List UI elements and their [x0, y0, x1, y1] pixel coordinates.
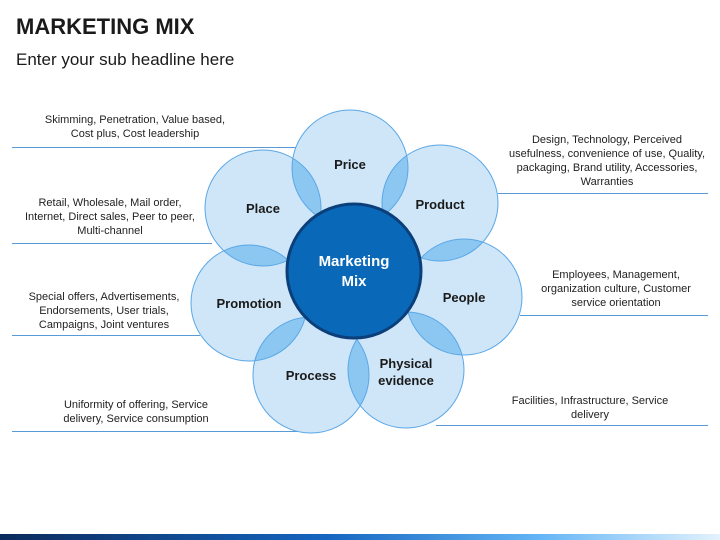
petal-outline: [381, 144, 499, 262]
petal-label-people: People: [443, 290, 486, 305]
desc-line-text: Warranties: [580, 176, 634, 188]
desc-line-text: packaging, Brand utility, Accessories,: [516, 162, 698, 174]
petal-price: [292, 110, 408, 226]
overlap-process-promotion: [253, 317, 307, 361]
desc-line-text: Skimming, Penetration, Value based,: [44, 114, 226, 126]
desc-line-text: delivery, Service consumption: [63, 413, 209, 425]
petal-label-process: Process: [286, 368, 337, 383]
desc-line-text: Campaigns, Joint ventures: [38, 319, 170, 331]
petal-product: [382, 145, 498, 261]
desc-physical-underline: [436, 425, 708, 426]
desc-line-text: Design, Technology, Perceived: [531, 134, 682, 146]
petal-place: [205, 150, 321, 266]
petal-outline: [204, 149, 322, 267]
desc-line-text: Employees, Management,: [552, 269, 680, 281]
desc-price-underline: [12, 147, 307, 148]
desc-line-text: Facilities, Infrastructure, Service: [511, 395, 669, 407]
footer-gradient-bar: [0, 534, 720, 540]
overlap-people-physical: [406, 312, 464, 355]
desc-product-underline: [498, 193, 708, 194]
petal-label-price: Price: [334, 157, 366, 172]
desc-people-underline: [520, 315, 708, 316]
desc-promotion: Special offers, Advertisements, Endorsem…: [16, 290, 192, 332]
desc-line-text: Multi-channel: [77, 225, 143, 237]
center-circle: [285, 202, 423, 340]
desc-line-text: Special offers, Advertisements,: [28, 291, 180, 303]
slide-subtitle: Enter your sub headline here: [16, 50, 235, 69]
desc-price: Skimming, Penetration, Value based, Cost…: [30, 113, 240, 141]
desc-line-text: Cost plus, Cost leadership: [70, 128, 200, 140]
petal-label-evidence: evidence: [378, 373, 434, 388]
desc-promotion-underline: [12, 335, 200, 336]
petal-label-promotion: Promotion: [217, 296, 282, 311]
desc-line-text: Retail, Wholesale, Mail order,: [38, 197, 182, 209]
desc-line-text: Uniformity of offering, Service: [63, 399, 209, 411]
desc-place-underline: [12, 243, 212, 244]
petal-label-place: Place: [246, 201, 280, 216]
center-label-line1: Marketing: [319, 253, 390, 270]
desc-line-text: usefulness, convenience of use, Quality,: [508, 148, 706, 160]
desc-process-underline: [12, 431, 302, 432]
desc-line-text: Internet, Direct sales, Peer to peer,: [25, 211, 195, 223]
center-label-line2: Mix: [341, 273, 367, 290]
desc-process: Uniformity of offering, Service delivery…: [34, 398, 238, 426]
slide-title: MARKETING MIX: [16, 14, 195, 39]
petal-label-product: Product: [415, 197, 465, 212]
desc-line-text: organization culture, Customer: [541, 283, 691, 295]
desc-physical: Facilities, Infrastructure, Service deli…: [500, 394, 680, 422]
desc-line-text: service orientation: [571, 297, 661, 309]
petal-overlaps: [205, 145, 498, 428]
desc-line-text: delivery: [571, 409, 609, 421]
desc-line-text: Endorsements, User trials,: [39, 305, 169, 317]
desc-place: Retail, Wholesale, Mail order, Internet,…: [14, 196, 206, 238]
petal-label-physical: Physical: [380, 356, 433, 371]
desc-people: Employees, Management, organization cult…: [526, 268, 706, 310]
desc-product: Design, Technology, Perceived usefulness…: [502, 133, 712, 189]
